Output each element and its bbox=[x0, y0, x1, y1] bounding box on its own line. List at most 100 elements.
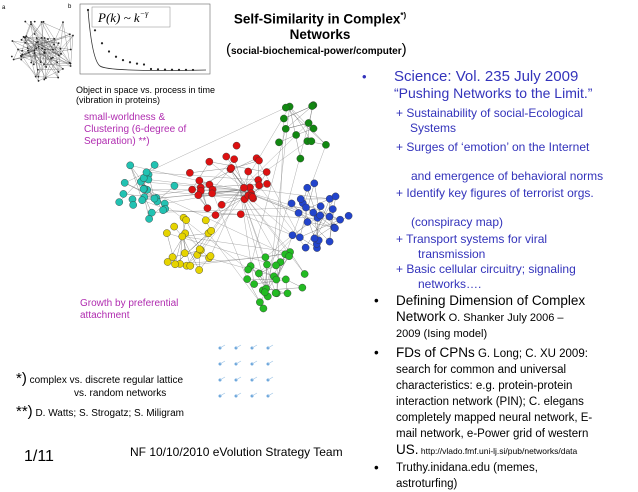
network-node bbox=[195, 192, 202, 199]
subtitle-text: social-biochemical-power/computer bbox=[231, 46, 402, 57]
hairball-node bbox=[37, 69, 39, 71]
lattice-edge bbox=[268, 361, 273, 364]
slide-subtitle: (social-biochemical-power/computer) bbox=[226, 41, 407, 58]
network-node bbox=[171, 223, 178, 230]
network-node bbox=[322, 141, 329, 148]
network-node bbox=[311, 235, 318, 242]
network-node bbox=[297, 155, 304, 162]
network-node bbox=[251, 280, 258, 287]
hairball-node bbox=[43, 79, 45, 81]
network-node bbox=[262, 254, 269, 261]
slide-number: 1/11 bbox=[24, 448, 54, 466]
hairball-node bbox=[44, 37, 46, 39]
hairball-node bbox=[45, 77, 47, 79]
network-node bbox=[208, 190, 215, 197]
network-node bbox=[345, 212, 352, 219]
fds-line1: FDs of CPNs G. Long; C. XU 2009: bbox=[396, 345, 636, 362]
lattice-edge bbox=[252, 361, 257, 364]
network-node bbox=[282, 104, 289, 111]
network-node bbox=[237, 211, 244, 218]
network-node bbox=[308, 138, 315, 145]
hairball-node bbox=[21, 53, 23, 55]
footnote-2: **) D. Watts; S. Strogatz; S. Miligram bbox=[16, 403, 184, 420]
network-node bbox=[249, 193, 256, 200]
network-node bbox=[302, 204, 309, 211]
growth-line1: Growth by preferential bbox=[80, 298, 178, 310]
network-node bbox=[297, 195, 304, 202]
network-node bbox=[288, 200, 295, 207]
network-node bbox=[310, 125, 317, 132]
network-node bbox=[331, 225, 338, 232]
network-edge bbox=[152, 207, 306, 212]
network-node bbox=[296, 234, 303, 241]
plot-point bbox=[101, 42, 103, 44]
network-node bbox=[244, 266, 251, 273]
hairball-node bbox=[30, 23, 32, 25]
network-node bbox=[171, 182, 178, 189]
fds-line6: mail network, e-Power grid of western bbox=[396, 426, 636, 442]
sub-terrorist: + Identify key figures of terrorist orgs… bbox=[396, 186, 633, 201]
network-node bbox=[179, 233, 186, 240]
small-world-line1: small-worldness & bbox=[84, 112, 186, 124]
network-node bbox=[299, 284, 306, 291]
fds-title: FDs of CPNs bbox=[396, 345, 475, 360]
network-node bbox=[212, 211, 219, 218]
footnote-2-text: D. Watts; S. Strogatz; S. Miligram bbox=[35, 408, 184, 419]
sub-transport-cont: transmission bbox=[396, 247, 633, 262]
hairball-node bbox=[36, 37, 38, 39]
network-node bbox=[326, 213, 333, 220]
network-node bbox=[218, 201, 225, 208]
network-node bbox=[261, 289, 268, 296]
plot-point bbox=[164, 69, 166, 71]
bullet-marker: • bbox=[374, 293, 379, 309]
bullet-dimension: • Defining Dimension of Complex Network … bbox=[378, 293, 636, 342]
hairball-node bbox=[24, 42, 26, 44]
power-law-plot: b P(k) ~ k−γ bbox=[66, 0, 216, 85]
fds-authors: G. Long; C. XU 2009: bbox=[475, 348, 588, 360]
footer-text: NF 10/10/2010 eVolution Strategy Team bbox=[130, 445, 343, 459]
hairball-node bbox=[33, 50, 35, 52]
network-edge bbox=[144, 189, 289, 257]
network-node bbox=[302, 244, 309, 251]
hairball-node bbox=[44, 49, 46, 51]
hairball-edge bbox=[14, 49, 18, 59]
lattice-edge bbox=[252, 377, 257, 380]
network-node bbox=[233, 142, 240, 149]
science-line1: Science: Vol. 235 July 2009 bbox=[378, 68, 633, 85]
network-node bbox=[202, 217, 209, 224]
network-edge bbox=[234, 159, 244, 188]
hairball-node bbox=[52, 49, 54, 51]
footnote-2-mark: **) bbox=[16, 403, 33, 420]
network-node bbox=[172, 261, 179, 268]
hairball-node bbox=[43, 21, 45, 23]
network-node bbox=[121, 179, 128, 186]
network-node bbox=[143, 169, 150, 176]
hairball-node bbox=[20, 56, 22, 58]
hairball-node bbox=[28, 52, 30, 54]
lattice-edge bbox=[268, 393, 273, 396]
network-edge bbox=[211, 190, 240, 256]
network-node bbox=[304, 218, 311, 225]
title-sup: *) bbox=[400, 11, 406, 20]
dimension-network: Network bbox=[396, 309, 446, 324]
hairball-edge bbox=[35, 34, 62, 54]
network-node bbox=[293, 131, 300, 138]
hairball-node bbox=[53, 38, 55, 40]
lattice-nodes bbox=[219, 345, 274, 398]
network-node bbox=[282, 125, 289, 132]
dimension-author: O. Shanker July 2006 – bbox=[446, 312, 564, 324]
hairball-node bbox=[37, 41, 39, 43]
network-node bbox=[231, 156, 238, 163]
hairball-edge bbox=[24, 37, 34, 64]
network-node bbox=[304, 184, 311, 191]
lattice-edge bbox=[220, 345, 225, 348]
right-column: • Science: Vol. 235 July 2009 “Pushing N… bbox=[378, 68, 633, 292]
hairball-node bbox=[27, 47, 29, 49]
data-url-link[interactable]: http://vlado.fmf.uni-lj.si/pub/networks/… bbox=[419, 446, 578, 456]
hairball-node bbox=[30, 21, 32, 23]
hairball-node bbox=[11, 56, 13, 58]
hairball-node bbox=[20, 59, 22, 61]
hairball-node bbox=[37, 76, 39, 78]
footnote-1-cont: vs. random networks bbox=[74, 388, 166, 399]
hairball-edge bbox=[39, 69, 63, 81]
